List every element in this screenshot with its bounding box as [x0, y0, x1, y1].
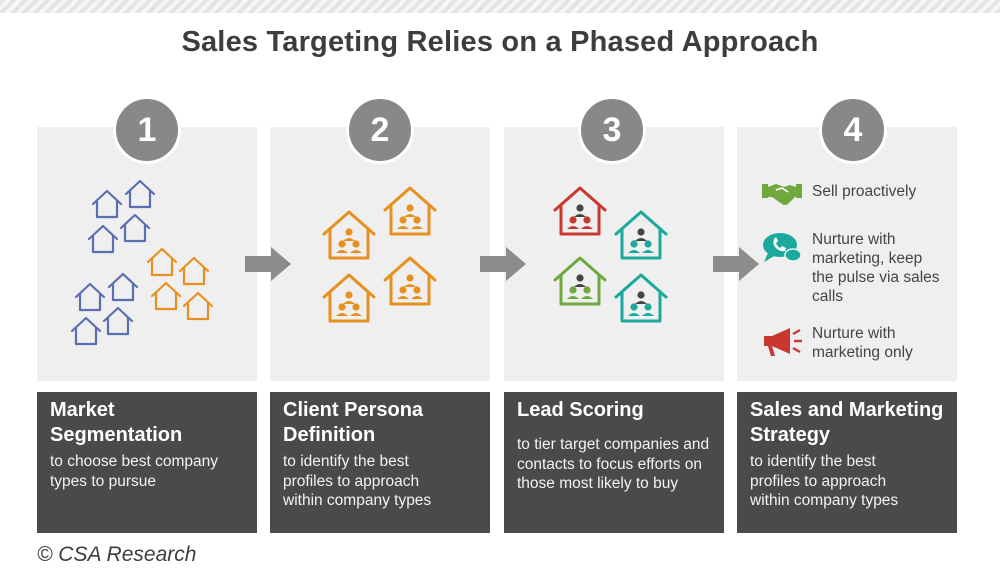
step-1-card: Market Segmentation to choose best compa…	[37, 392, 257, 533]
step-title: Lead Scoring	[517, 399, 644, 421]
step-description: to identify the best profiles to approac…	[283, 453, 432, 509]
arrow-right-icon	[480, 247, 526, 281]
step-title: Client Persona Definition	[283, 399, 424, 446]
step-3-card: Lead Scoring to tier target companies an…	[504, 392, 724, 533]
step-3-number: 3	[578, 96, 646, 164]
strategy-item-label: Sell proactively	[812, 183, 917, 200]
arrow-right-icon	[245, 247, 291, 281]
page-title: Sales Targeting Relies on a Phased Appro…	[181, 26, 819, 58]
megaphone-icon	[764, 328, 802, 356]
step-title: Market Segmentation	[50, 399, 183, 446]
copyright-footer: © CSA Research	[37, 543, 197, 566]
step-title: Sales and Marketing Strategy	[750, 399, 944, 446]
step-2-number: 2	[346, 96, 414, 164]
handshake-icon	[762, 184, 802, 205]
step-description: to choose best company types to pursue	[50, 453, 219, 490]
step-4-number: 4	[819, 96, 887, 164]
step-1-panel	[37, 127, 257, 381]
step-description: to identify the best profiles to approac…	[750, 453, 899, 509]
phone-chat-icon	[763, 233, 802, 262]
step-3-panel	[504, 127, 724, 381]
arrow-right-icon	[713, 247, 759, 281]
strategy-item-label: Nurture with marketing, keep the pulse v…	[812, 231, 940, 305]
step-1-number: 1	[113, 96, 181, 164]
step-2-card: Client Persona Definition to identify th…	[270, 392, 490, 533]
strategy-item-label: Nurture with marketing only	[812, 325, 913, 361]
top-stripe	[0, 0, 1000, 13]
step-4-card: Sales and Marketing Strategy to identify…	[737, 392, 957, 533]
step-description: to tier target companies and contacts to…	[517, 436, 710, 492]
step-2-panel	[270, 127, 490, 381]
